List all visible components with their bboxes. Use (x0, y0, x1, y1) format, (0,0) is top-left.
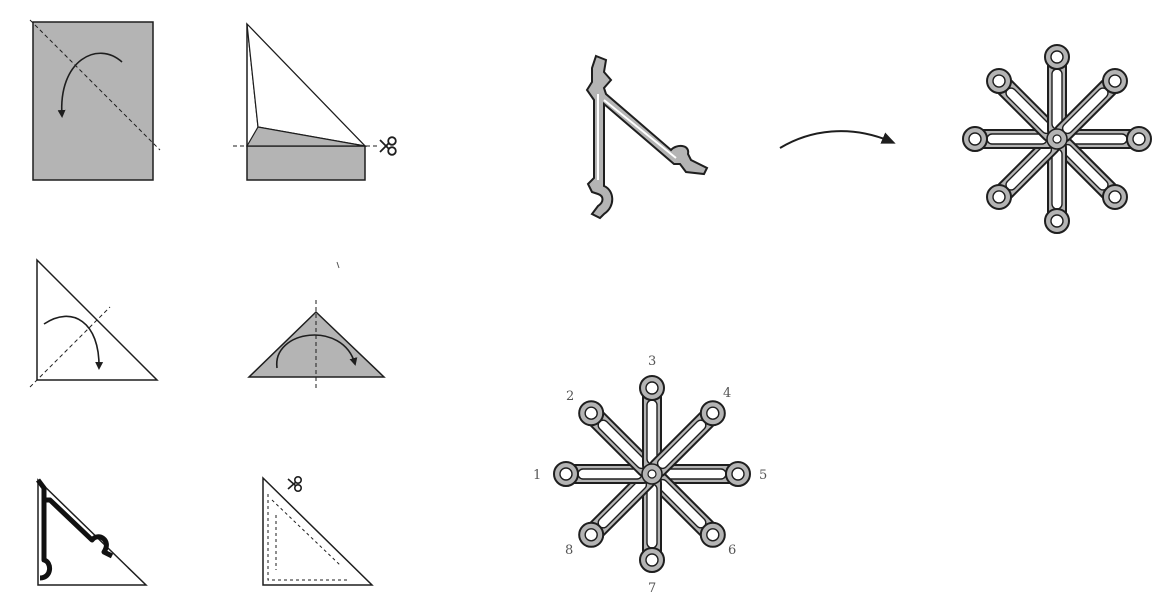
curved-arrow-icon (780, 131, 892, 148)
step-cut-strip (233, 24, 396, 180)
step-fold-triangle-again (249, 262, 384, 390)
step-cut-shape (587, 56, 707, 218)
arm-label: 4 (723, 386, 731, 401)
arm-label: 6 (728, 543, 736, 558)
arm-label: 3 (648, 354, 656, 369)
step-draw-pattern (38, 480, 146, 585)
step-unfold-result (963, 45, 1151, 233)
arm-label: 8 (565, 543, 573, 558)
scissors-icon (380, 137, 396, 155)
step-cut-pattern (263, 477, 372, 585)
arm-label: 7 (648, 581, 656, 596)
step-fold-diagonal (30, 20, 160, 180)
arm-label: 2 (566, 389, 574, 404)
arm-label: 1 (533, 468, 541, 483)
arm-label: 5 (759, 468, 767, 483)
scissors-icon (288, 477, 301, 491)
step-numbered-snowflake (554, 376, 750, 572)
step-fold-triangle-half (30, 260, 157, 387)
